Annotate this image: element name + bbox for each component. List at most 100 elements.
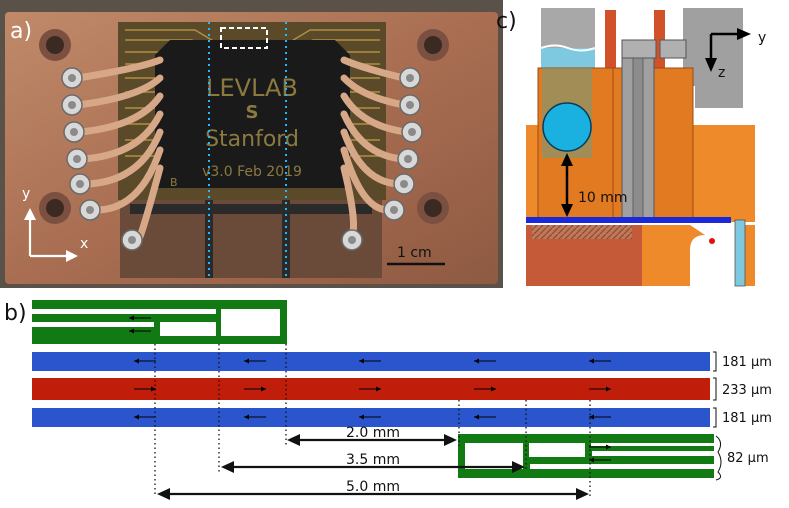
- width-brackets: [713, 351, 722, 481]
- distance-label: 10 mm: [578, 190, 628, 206]
- current-arrowhead-icon: [244, 414, 249, 420]
- electrode-plane: [526, 217, 731, 223]
- vial-liquid: [541, 48, 595, 70]
- spacing-labels: 2.0 mm 3.5 mm 5.0 mm: [346, 425, 400, 495]
- panel-label-a: a): [10, 19, 32, 44]
- bolt-nut: [659, 39, 687, 59]
- alignment-lines: [154, 344, 591, 496]
- spring-clip: [340, 92, 410, 136]
- yz-axes-icon: [705, 28, 751, 72]
- screw-head-icon: [68, 74, 76, 82]
- panel-label-c: c): [496, 9, 517, 34]
- hole-icon: [424, 199, 442, 217]
- cross-section-axis-y-label: y: [758, 30, 766, 46]
- width-label-blue-bottom: 181 µm: [722, 411, 772, 426]
- photo-axis-x-label: x: [80, 236, 88, 252]
- side-window: [734, 219, 746, 287]
- screw-head-icon: [68, 101, 76, 109]
- chip-die: [155, 40, 350, 188]
- screw-head-icon: [390, 206, 398, 214]
- right-clip-array: [340, 56, 423, 251]
- marker-dot: [709, 238, 715, 244]
- spacing-arrows: [157, 434, 589, 500]
- chip-text-version: v3.0 Feb 2019: [202, 164, 302, 180]
- xy-axes-icon: [24, 208, 78, 262]
- current-arrowhead-icon: [359, 358, 364, 364]
- hole-icon: [46, 199, 64, 217]
- screw-head-icon: [348, 236, 356, 244]
- current-arrowhead-icon: [474, 414, 479, 420]
- spring-clip: [74, 56, 164, 82]
- spring-clip: [92, 146, 164, 214]
- current-arrowhead-icon: [359, 414, 364, 420]
- screw-head-icon: [73, 155, 81, 163]
- spring-clip: [74, 74, 164, 109]
- top-post-2: [654, 10, 665, 68]
- current-arrowhead-icon: [606, 386, 611, 392]
- vial-top: [541, 8, 595, 48]
- mounting-holes: [39, 29, 449, 224]
- current-arrowhead-icon: [474, 358, 479, 364]
- panel-b-electrodes: b) 181 µm 233 µm 181: [4, 300, 772, 500]
- pcb-layer: [532, 225, 632, 239]
- width-label-red: 233 µm: [722, 383, 772, 398]
- spring-clip: [340, 110, 406, 163]
- current-arrowhead-icon: [129, 315, 134, 321]
- current-arrowhead-icon: [129, 328, 134, 334]
- spring-clip: [340, 128, 402, 188]
- current-arrowhead-icon: [151, 386, 156, 392]
- current-arrowhead-icon: [376, 386, 381, 392]
- screw-head-icon: [406, 101, 414, 109]
- current-arrowhead-icon: [261, 386, 266, 392]
- green-electrode-right: [458, 434, 714, 478]
- chip-trace-label: B: [170, 176, 178, 189]
- spring-clip: [340, 146, 392, 214]
- levitated-sphere: [542, 102, 592, 152]
- bolt-head: [621, 39, 657, 59]
- finger-width-label: 82 µm: [727, 451, 769, 466]
- spring-clip: [340, 74, 408, 109]
- screw-head-icon: [408, 128, 416, 136]
- photo-axis-y-label: y: [22, 186, 30, 202]
- current-arrowhead-icon: [589, 414, 594, 420]
- current-arrowhead-icon: [589, 358, 594, 364]
- spring-clip: [82, 128, 164, 188]
- panel-a-photo: LEVLAB S Stanford v3.0 Feb 2019 B y x 1 …: [0, 0, 503, 288]
- panel-c-cross-section: 10 mm y z c): [496, 0, 766, 288]
- spring-clip: [340, 56, 408, 82]
- chip-text-stanford: Stanford: [205, 127, 299, 152]
- bolt-shaft: [632, 57, 644, 219]
- width-labels: 181 µm 233 µm 181 µm 82 µm: [722, 355, 772, 466]
- chip-engraving: LEVLAB S Stanford v3.0 Feb 2019: [202, 74, 302, 180]
- width-label-blue-top: 181 µm: [722, 355, 772, 370]
- lower-cavity: [690, 225, 735, 286]
- spring-clip: [79, 110, 164, 163]
- screw-head-icon: [76, 180, 84, 188]
- current-arrowhead-icon: [134, 358, 139, 364]
- current-arrowhead-icon: [491, 386, 496, 392]
- panel-label-b: b): [4, 301, 27, 326]
- screw-head-icon: [128, 236, 136, 244]
- region-of-interest-box: [220, 27, 268, 49]
- electrode-strip: [130, 204, 372, 214]
- screw-head-icon: [400, 180, 408, 188]
- screw-head-icon: [86, 206, 94, 214]
- hole-icon: [46, 36, 64, 54]
- current-arrowhead-icon: [244, 358, 249, 364]
- chip-text-logo: S: [246, 102, 259, 123]
- cross-section-axis-z-label: z: [718, 65, 725, 81]
- current-arrows: [129, 315, 611, 463]
- current-arrowhead-icon: [606, 444, 611, 450]
- screw-head-icon: [404, 155, 412, 163]
- scale-bar-label: 1 cm: [397, 245, 432, 261]
- current-arrowhead-icon: [589, 457, 594, 463]
- grey-housing-lower: [695, 86, 743, 108]
- screw-head-icon: [70, 128, 78, 136]
- left-clip-array: [61, 56, 164, 251]
- hole-icon: [424, 36, 442, 54]
- liquid-surface: [540, 44, 596, 52]
- spacing-label-3-5mm: 3.5 mm: [346, 452, 400, 468]
- green-electrode-left: [32, 300, 287, 344]
- screw-head-icon: [406, 74, 414, 82]
